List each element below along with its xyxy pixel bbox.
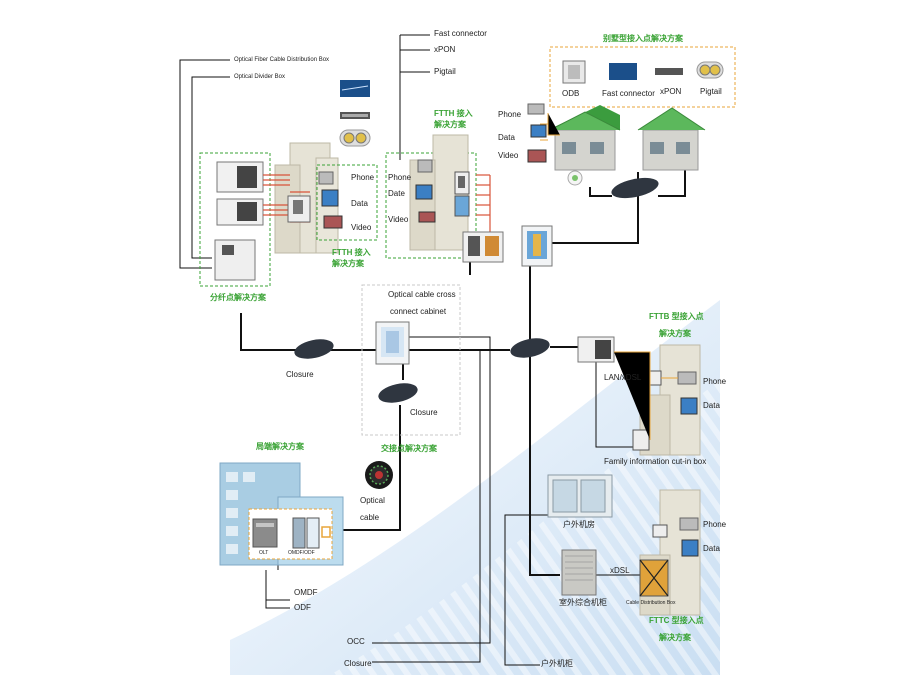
distribution-cabinet	[521, 225, 553, 267]
thin-lines	[179, 34, 640, 666]
label-villa-xpon: xPON	[660, 87, 682, 96]
label-phone-fttb: Phone	[703, 377, 727, 386]
label-fttb-1: FTTB 型接入点	[649, 312, 704, 321]
label-villa-fast: Fast connector	[602, 89, 655, 98]
label-olt: OLT	[259, 550, 269, 556]
split-point-solution	[199, 142, 378, 287]
line-main-vertical	[529, 266, 560, 576]
optical-cable-icon	[365, 461, 393, 489]
fttb-solution	[577, 336, 701, 456]
label-ftth-title-1: FTTH 接入	[434, 109, 473, 118]
label-video-villa: Video	[498, 151, 519, 160]
label-ocdb: Optical Fiber Cable Distribution Box	[234, 57, 330, 63]
closures	[294, 338, 550, 403]
label-phone-ftth: Phone	[388, 173, 412, 182]
label-ftth-left-1: FTTH 接入	[332, 248, 371, 257]
label-odb: Optical Divider Box	[234, 74, 286, 80]
background-swoosh	[230, 300, 720, 675]
label-fttb-2: 解决方案	[659, 329, 691, 338]
label-date-ftth: Date	[388, 189, 405, 198]
label-xdsl: xDSL	[610, 566, 630, 575]
label-phone-fttc: Phone	[703, 520, 727, 529]
label-fttc-1: FTTC 型接入点	[649, 616, 704, 625]
label-outdoor-cabinet-bottom: 户外机柜	[541, 659, 573, 668]
label-fast-connector: Fast connector	[434, 29, 487, 38]
label-closure-bottom: Closure	[344, 659, 372, 668]
label-ftth-left-2: 解决方案	[332, 259, 364, 268]
connector-icons	[339, 80, 371, 147]
line-cable-to-central	[335, 405, 401, 531]
label-video-split: Video	[351, 223, 372, 232]
fttc-solution	[639, 489, 701, 616]
label-cable-distribution-box: Cable Distribution Box	[626, 600, 676, 606]
label-data-villa: Data	[498, 133, 515, 142]
line-split-to-closure	[240, 313, 300, 351]
house-right	[637, 107, 706, 171]
label-omdf: OMDF	[294, 588, 318, 597]
label-pigtail: Pigtail	[434, 67, 456, 76]
label-data-fttc: Data	[703, 544, 720, 553]
label-occ-title-1: Optical cable cross	[388, 290, 456, 299]
label-ftth-title-2: 解决方案	[434, 120, 466, 129]
label-xpon: xPON	[434, 45, 456, 54]
label-omdf-odf: OMDF/ODF	[288, 550, 315, 556]
label-occ-title-2: connect cabinet	[390, 307, 447, 316]
occ-solution	[361, 284, 461, 436]
label-lan-xdsl: LAN/xDSL	[604, 373, 642, 382]
label-data-fttb: Data	[703, 401, 720, 410]
line-villa-closure-left	[589, 187, 612, 197]
outdoor-cabinets	[547, 474, 613, 596]
label-closure-left: Closure	[286, 370, 314, 379]
label-odf: ODF	[294, 603, 311, 612]
label-optical-cable-1: Optical	[360, 496, 385, 505]
label-villa-title: 别墅型接入点解决方案	[603, 34, 683, 43]
label-fttc-2: 解决方案	[659, 633, 691, 642]
label-closure-mid: Closure	[410, 408, 438, 417]
label-occ: OCC	[347, 637, 365, 646]
label-phone-split: Phone	[351, 173, 375, 182]
label-outdoor-room: 户外机房	[563, 520, 595, 529]
label-split-solution: 分纤点解决方案	[210, 293, 266, 302]
house-left	[548, 105, 621, 171]
line-villa-closure-right	[658, 170, 686, 197]
label-villa-pigtail: Pigtail	[700, 87, 722, 96]
label-data-split: Data	[351, 199, 368, 208]
villa-solution	[527, 46, 736, 199]
label-central-solution: 局端解决方案	[256, 442, 304, 451]
label-outdoor-integrated: 室外综合机柜	[559, 598, 607, 607]
label-video-ftth: Video	[388, 215, 409, 224]
ftth-solution	[385, 134, 504, 263]
label-optical-cable-2: cable	[360, 513, 380, 522]
label-phone-villa: Phone	[498, 110, 522, 119]
label-cross-solution: 交接点解决方案	[381, 444, 437, 453]
central-office-solution	[219, 462, 344, 566]
label-family-box: Family information cut-in box	[604, 457, 707, 466]
label-villa-odb: ODB	[562, 89, 580, 98]
